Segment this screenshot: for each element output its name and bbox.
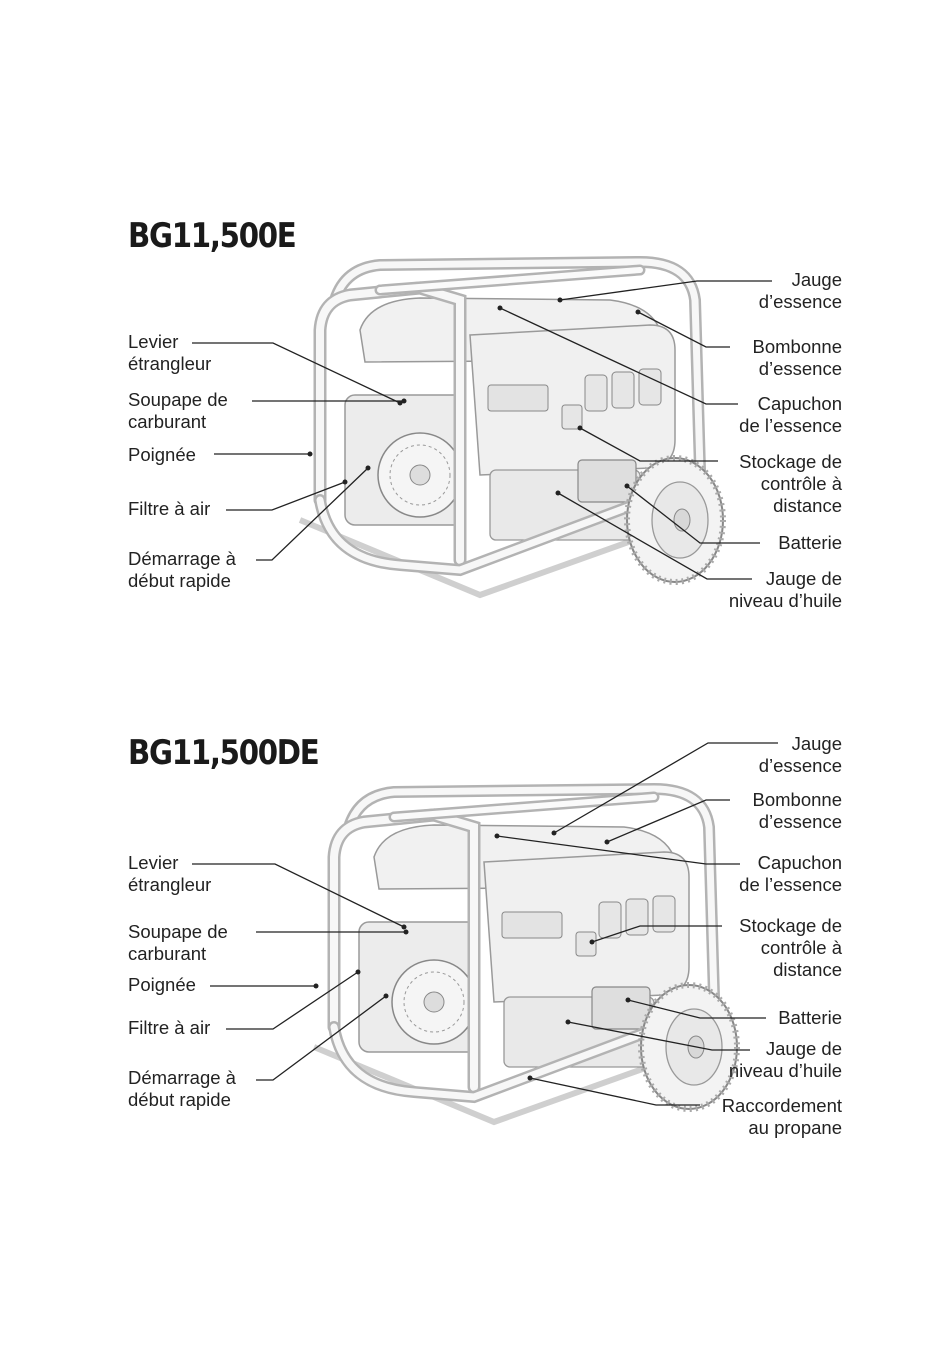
label-quick-start-de: Démarrage à début rapide (128, 1067, 236, 1110)
label-handle: Poignée (128, 444, 196, 465)
label-propane-connection: Raccordement au propane (721, 1095, 842, 1138)
leader-lines-e (192, 280, 772, 580)
label-choke-lever: Levier étrangleur (128, 331, 212, 374)
model-title-bg11500de: BG11,500DE (128, 733, 320, 773)
label-battery-de: Batterie (778, 1007, 842, 1028)
leader-lines-de (192, 742, 778, 1106)
label-fuel-gauge: Jauge d’essence (758, 269, 842, 312)
generator-bg11500e-image (300, 262, 723, 595)
label-fuel-gauge-de: Jauge d’essence (758, 733, 842, 776)
label-fuel-valve: Soupape de carburant (128, 389, 228, 432)
label-fuel-valve-de: Soupape de carburant (128, 921, 228, 964)
label-air-filter: Filtre à air (128, 498, 211, 519)
label-handle-de: Poignée (128, 974, 196, 995)
label-battery: Batterie (778, 532, 842, 553)
generator-bg11500de-image (314, 789, 737, 1122)
label-air-filter-de: Filtre à air (128, 1017, 211, 1038)
label-quick-start: Démarrage à début rapide (128, 548, 236, 591)
label-oil-dipstick: Jauge de niveau d’huile (728, 568, 842, 611)
label-fuel-tank-de: Bombonne d’essence (752, 789, 842, 832)
label-fuel-cap: Capuchon de l’essence (739, 393, 842, 436)
label-choke-lever-de: Levier étrangleur (128, 852, 212, 895)
model-title-bg11500e: BG11,500E (128, 216, 297, 256)
label-oil-dipstick-de: Jauge de niveau d’huile (728, 1038, 842, 1081)
label-fuel-cap-de: Capuchon de l’essence (739, 852, 842, 895)
label-fuel-tank: Bombonne d’essence (752, 336, 842, 379)
label-remote-storage-de: Stockage de contrôle à distance (739, 915, 842, 980)
label-remote-storage: Stockage de contrôle à distance (739, 451, 842, 516)
